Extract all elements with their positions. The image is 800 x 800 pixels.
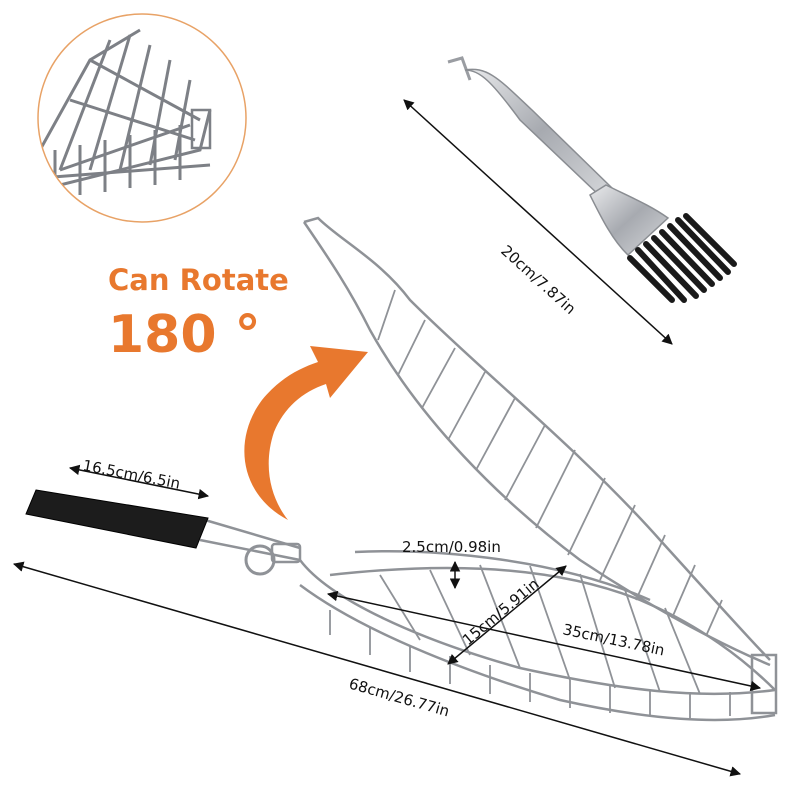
width-dimension: 15cm/5.91in bbox=[447, 565, 567, 665]
basket-length-label: 35cm/13.78in bbox=[561, 620, 666, 659]
curved-arrow-icon bbox=[244, 346, 368, 520]
handle-dimension: 16.5cm/6.5in bbox=[68, 456, 210, 500]
grip-handle bbox=[25, 489, 209, 549]
zoom-detail bbox=[37, 13, 247, 223]
handle-rod bbox=[199, 518, 302, 576]
headline-degrees: 180 ° bbox=[108, 305, 261, 365]
depth-label: 2.5cm/0.98in bbox=[402, 538, 501, 556]
brush-length-label: 20cm/7.87in bbox=[497, 242, 579, 318]
total-length-label: 68cm/26.77in bbox=[347, 675, 452, 721]
handle-length-label: 16.5cm/6.5in bbox=[81, 456, 181, 493]
headline-rotate: Can Rotate bbox=[108, 263, 289, 297]
